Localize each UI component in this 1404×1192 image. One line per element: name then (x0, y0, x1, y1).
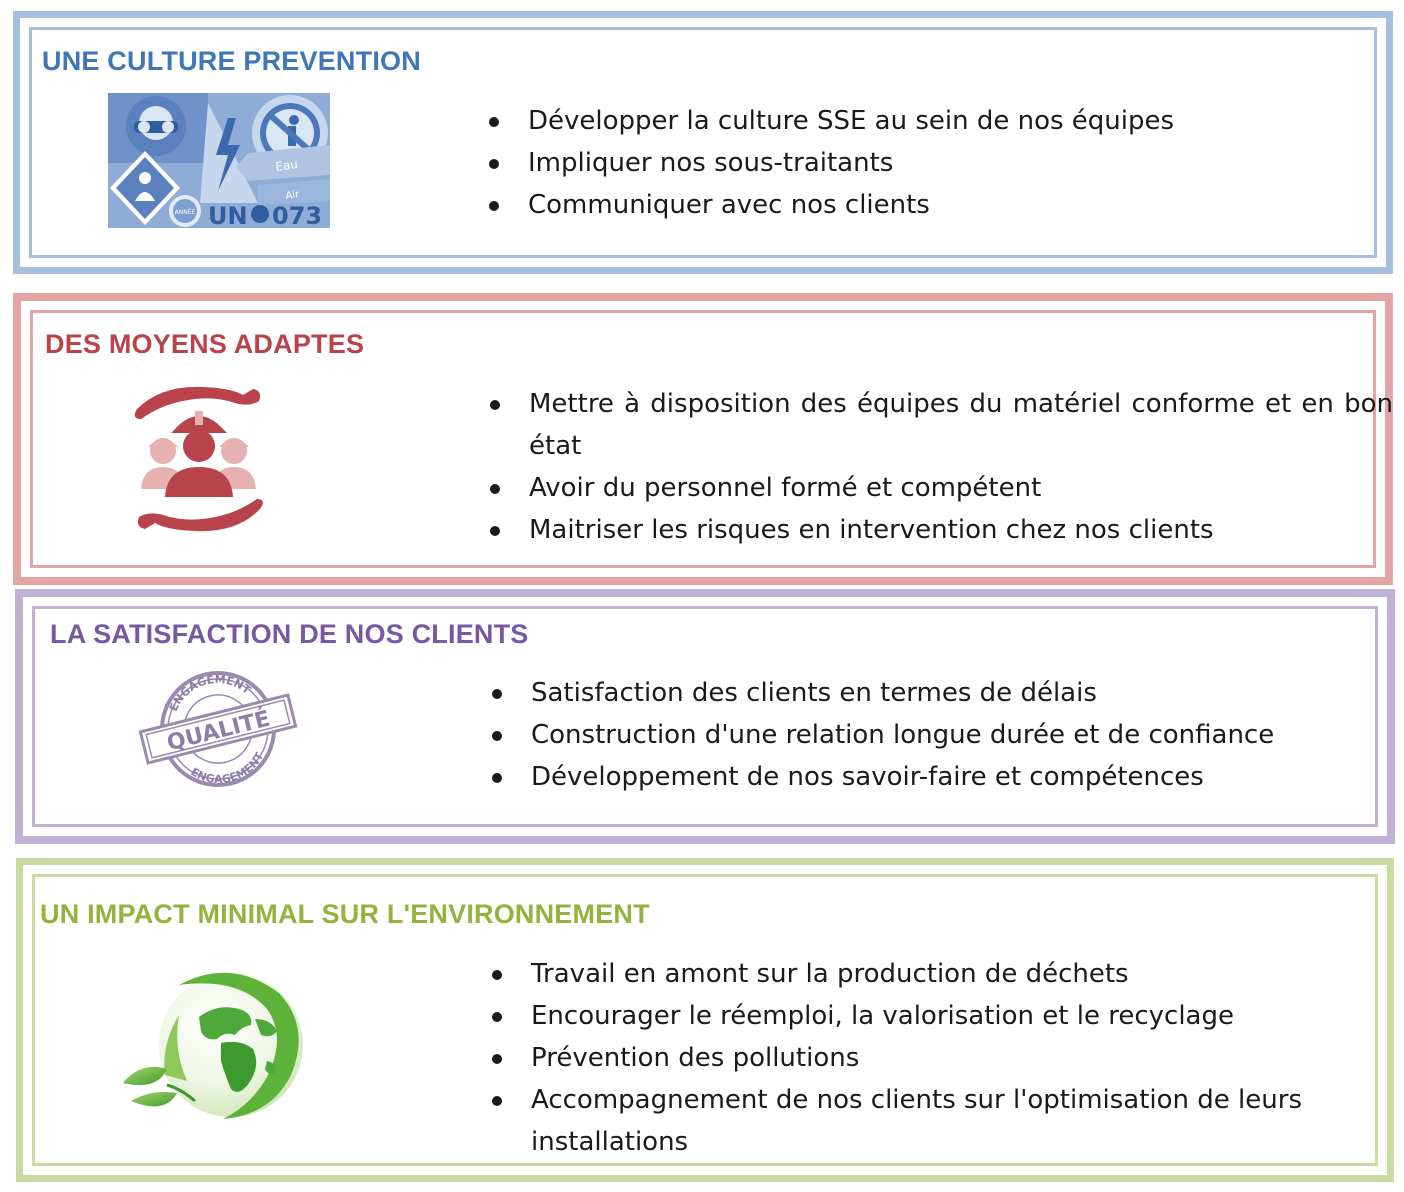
panel-title: DES MOYENS ADAPTES (45, 329, 365, 359)
bullet-list: Satisfaction des clients en termes de dé… (483, 672, 1363, 798)
bullet-list: Travail en amont sur la production de dé… (483, 953, 1363, 1163)
list-item: Développer la culture SSE au sein de nos… (480, 100, 1360, 142)
quality-stamp-icon: ENGAGEMENT ENGAGEMENT QUALITÉ (138, 667, 298, 792)
panel-inner-border (32, 606, 1378, 827)
panel-inner-border (30, 310, 1376, 568)
list-item: Travail en amont sur la production de dé… (483, 953, 1363, 995)
panel-title: LA SATISFACTION DE NOS CLIENTS (50, 619, 529, 649)
list-item: Accompagnement de nos clients sur l'opti… (483, 1079, 1363, 1163)
panel-satisfaction-clients: LA SATISFACTION DE NOS CLIENTS ENGAGEMEN… (15, 589, 1395, 844)
safety-signs-icon: Eau Air ANNÉE UN 073 (108, 93, 330, 228)
list-item: Prévention des pollutions (483, 1037, 1363, 1079)
un-number: 073 (272, 202, 322, 228)
list-item: Encourager le réemploi, la valorisation … (483, 995, 1363, 1037)
bullet-list: Mettre à disposition des équipes du maté… (481, 383, 1393, 551)
pipe-label-eau: Eau (274, 157, 298, 174)
list-item: Impliquer nos sous-traitants (480, 142, 1360, 184)
panel-impact-environnement: UN IMPACT MINIMAL SUR L'ENVIRONNEMENT T (16, 858, 1394, 1182)
panel-inner-border (29, 27, 1377, 258)
pipe-label-air: Air (285, 189, 301, 202)
list-item: Communiquer avec nos clients (480, 184, 1360, 226)
list-item: Avoir du personnel formé et compétent (481, 467, 1393, 509)
list-item: Satisfaction des clients en termes de dé… (483, 672, 1363, 714)
protected-workers-icon (134, 386, 263, 532)
green-globe-icon (123, 972, 303, 1119)
panel-moyens-adaptes: DES MOYENS ADAPTES Mettre à disposition … (13, 293, 1393, 585)
panel-title: UNE CULTURE PREVENTION (42, 46, 421, 76)
panel-inner-border (32, 874, 1378, 1166)
list-item: Construction d'une relation longue durée… (483, 714, 1363, 756)
panel-culture-prevention: UNE CULTURE PREVENTION Eau Air ANNÉE (13, 11, 1393, 274)
list-item: Maitriser les risques en intervention ch… (481, 509, 1393, 551)
list-item: Développement de nos savoir-faire et com… (483, 756, 1363, 798)
un-label: UN (208, 202, 248, 228)
list-item: Mettre à disposition des équipes du maté… (481, 383, 1393, 467)
panel-title: UN IMPACT MINIMAL SUR L'ENVIRONNEMENT (40, 899, 650, 929)
bullet-list: Développer la culture SSE au sein de nos… (480, 100, 1360, 226)
badge-annee-text: ANNÉE (175, 208, 196, 216)
